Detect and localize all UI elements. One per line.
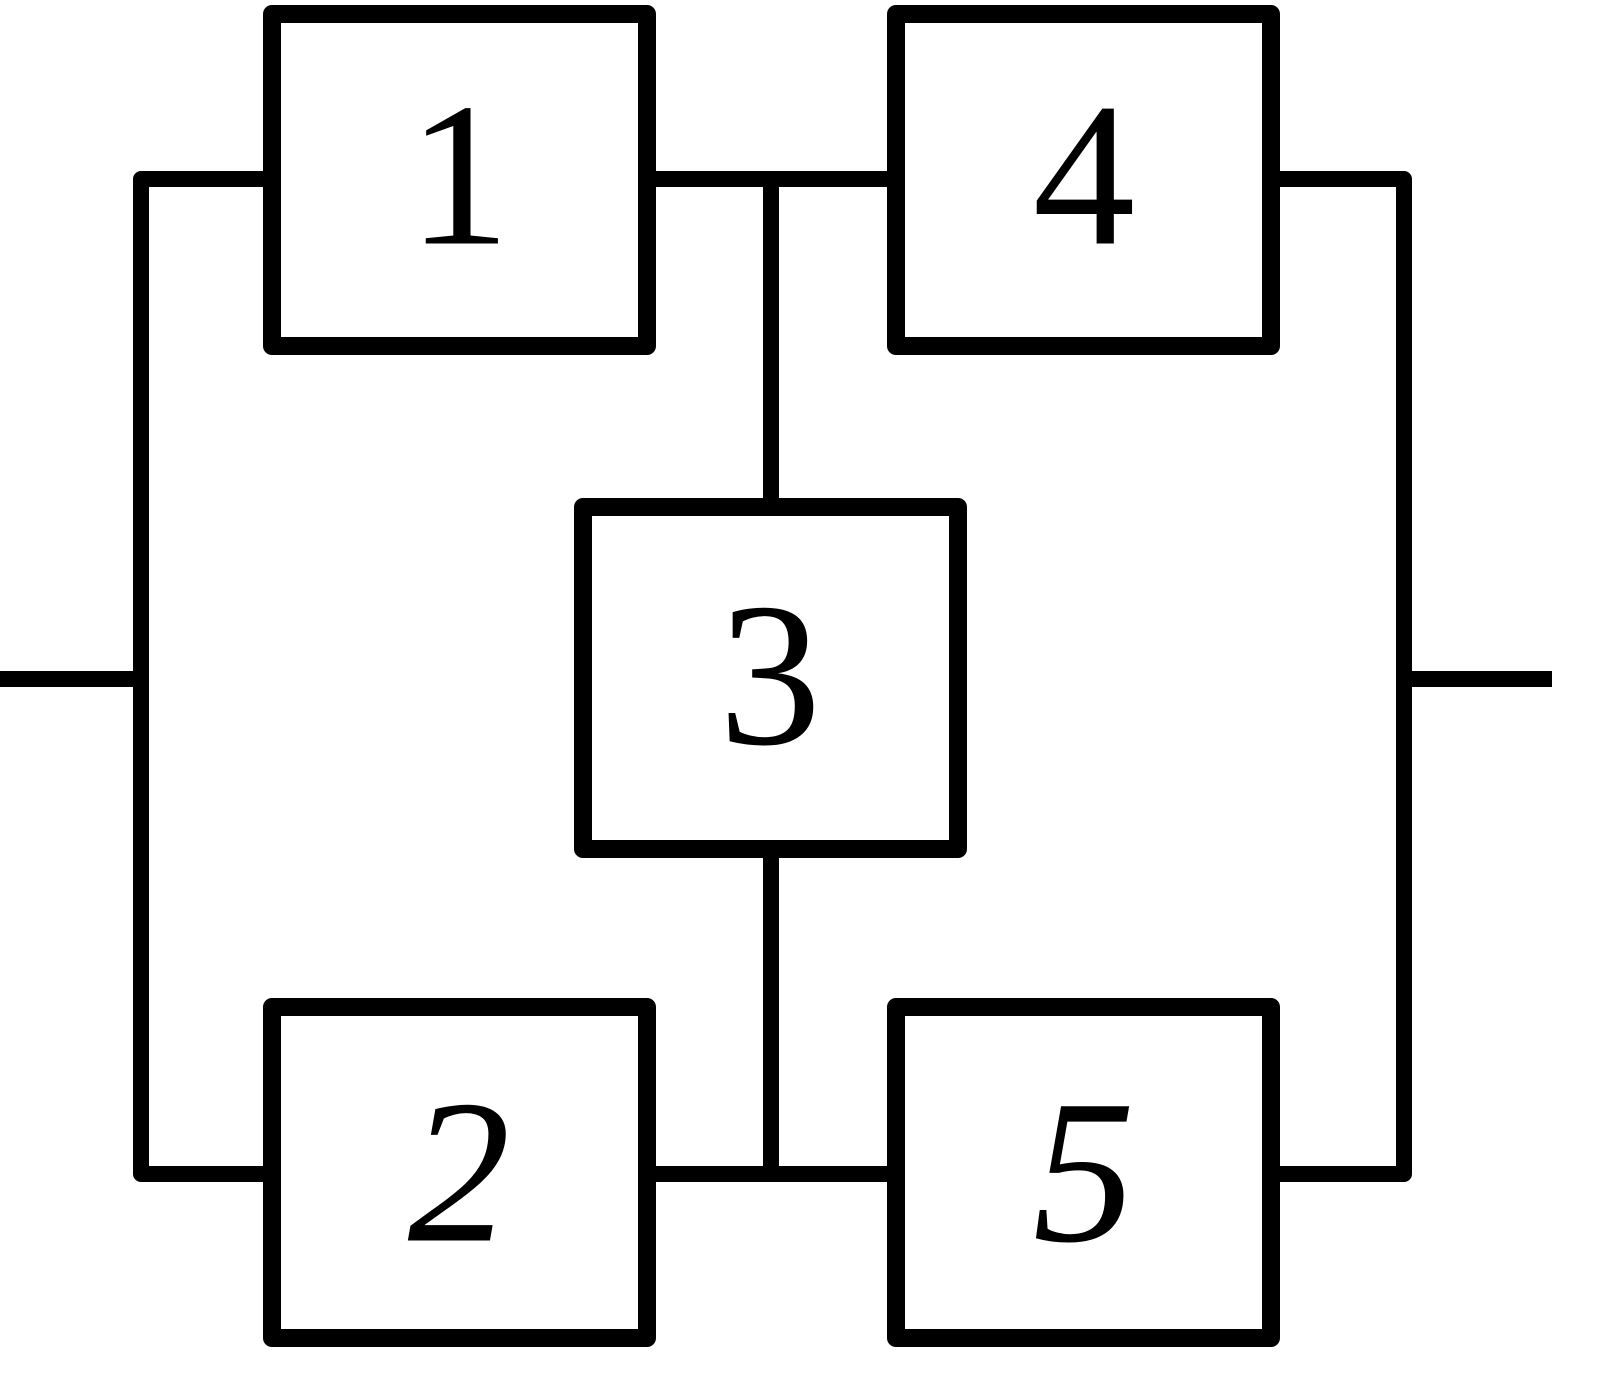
left-bus (133, 171, 280, 1182)
block-3-label: 3 (719, 562, 822, 789)
block-5: 5 (887, 998, 1280, 1347)
block-2-frame (263, 998, 656, 1347)
right-bus (1263, 171, 1412, 1182)
block-5-frame (887, 998, 1280, 1347)
block-2: 2 (263, 998, 656, 1347)
block-3-frame (574, 498, 967, 858)
block-1: 1 (263, 5, 656, 355)
block-4-label: 4 (1033, 62, 1136, 289)
wires (0, 171, 1552, 1182)
block-3: 3 (574, 498, 967, 858)
block-5-label: 5 (1033, 1059, 1136, 1286)
block-1-label: 1 (408, 62, 511, 289)
block-2-label: 2 (408, 1059, 511, 1286)
block-4-frame (887, 5, 1280, 355)
block-1-frame (263, 5, 656, 355)
block-4: 4 (887, 5, 1280, 355)
